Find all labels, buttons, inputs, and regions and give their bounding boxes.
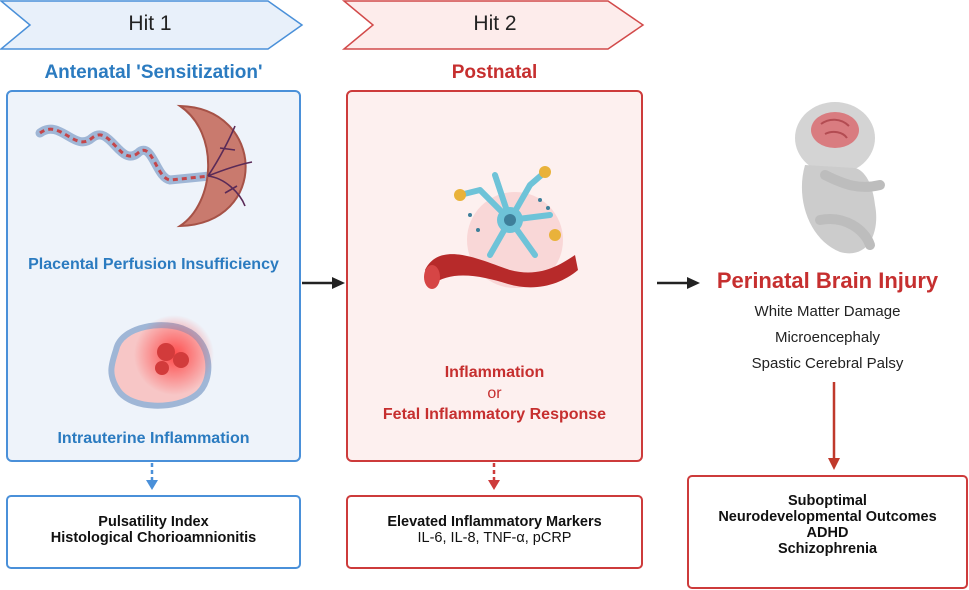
perinatal-brain-injury-title: Perinatal Brain Injury [716,268,939,293]
histological-chorioamnionitis: Histological Chorioamnionitis [50,530,257,546]
adhd: ADHD [806,525,849,541]
outcome-microencephaly: Microencephaly [774,329,881,346]
postnatal-title: Postnatal [451,62,538,83]
or-label: or [487,385,502,402]
intrauterine-label: Intrauterine Inflammation [57,430,250,447]
markers-title: Elevated Inflammatory Markers [387,514,602,530]
long-term-outcomes-box: Suboptimal Neurodevelopmental Outcomes A… [687,475,968,589]
postnatal-description: Inflammation or Fetal Inflammatory Respo… [346,362,643,425]
arrow-hit1-to-hit2 [302,277,345,289]
fetal-response-label: Fetal Inflammatory Response [382,406,607,423]
postnatal-markers-box: Elevated Inflammatory Markers IL-6, IL-8… [346,495,643,569]
placental-label: Placental Perfusion Insufficiency [28,256,279,273]
hit1-chevron [0,0,304,50]
schizophrenia: Schizophrenia [777,541,878,557]
antenatal-title: Antenatal 'Sensitization' [44,62,263,83]
antenatal-markers-box: Pulsatility Index Histological Chorioamn… [6,495,301,569]
dotted-arrow-red [488,463,500,490]
fetus-illustration [795,102,885,254]
suboptimal: Suboptimal [788,493,867,509]
neuron-vessel-illustration [424,166,578,289]
inflammation-cell-illustration [108,315,214,409]
arrow-hit2-to-outcome [657,277,700,289]
hit1-label: Hit 1 [128,12,172,35]
outcome-cerebral-palsy: Spastic Cerebral Palsy [751,355,904,372]
outcome-white-matter: White Matter Damage [754,303,901,320]
neurodevelopmental-outcomes: Neurodevelopmental Outcomes [718,509,937,525]
hit2-label: Hit 2 [473,12,517,35]
placenta-illustration [35,104,253,228]
arrow-to-long-term [828,382,840,470]
dotted-arrow-blue [146,463,158,490]
inflammation-label: Inflammation [444,364,545,381]
pulsatility-index: Pulsatility Index [98,514,209,530]
markers-list: IL-6, IL-8, TNF-α, pCRP [417,530,572,546]
hit2-chevron [341,0,645,50]
